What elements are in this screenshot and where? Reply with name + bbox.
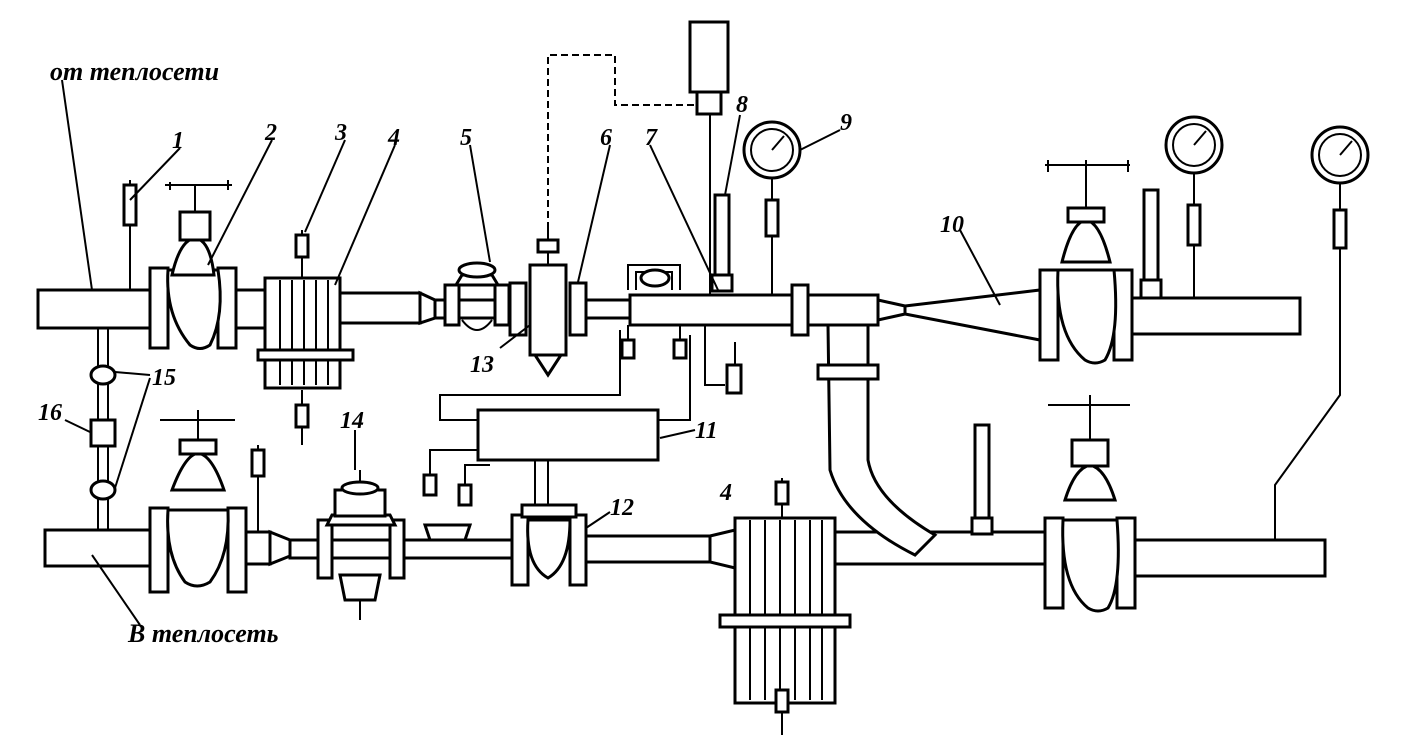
label-3: 3 — [334, 120, 347, 146]
gate-valve-supply-right — [1038, 160, 1134, 365]
bypass-line-15-16 — [89, 328, 117, 530]
inlet-caption: от теплосети — [50, 57, 219, 86]
label-13: 13 — [470, 352, 494, 378]
label-15: 15 — [152, 365, 176, 391]
gate-valve-return-left — [148, 410, 248, 594]
label-1: 1 — [172, 128, 184, 154]
flow-computer-11 — [422, 330, 691, 520]
label-7: 7 — [645, 125, 658, 151]
outlet-caption: В теплосеть — [127, 619, 279, 648]
regulator-14 — [316, 470, 406, 620]
mud-separator-4-return — [718, 478, 852, 735]
label-4-supply: 4 — [387, 125, 400, 151]
label-8: 8 — [736, 92, 748, 118]
return-pipeline — [43, 528, 1327, 578]
label-11: 11 — [695, 418, 718, 444]
thermometer-return — [970, 423, 994, 536]
return-tap — [250, 445, 266, 532]
thermometer-right — [1139, 188, 1163, 300]
label-9: 9 — [840, 110, 852, 136]
label-5: 5 — [460, 125, 472, 151]
jumper-elbow — [816, 323, 938, 557]
label-2: 2 — [264, 120, 277, 146]
supply-pipeline — [36, 288, 1302, 342]
control-valve-13 — [508, 225, 588, 378]
label-10: 10 — [940, 212, 964, 238]
mud-separator-4-supply — [256, 230, 355, 445]
pressure-regulator-5 — [443, 261, 511, 331]
flange-supply — [790, 283, 810, 337]
label-14: 14 — [340, 408, 364, 434]
manometer-return-right — [1274, 125, 1370, 540]
gate-valve-return-right — [1043, 395, 1137, 613]
label-4-return: 4 — [719, 480, 732, 506]
manometer-9 — [742, 120, 802, 295]
leader-lines — [61, 79, 1001, 626]
drain-valve — [704, 325, 743, 395]
manometer-supply-right — [1164, 115, 1224, 298]
actuator-top — [688, 20, 730, 295]
small-regulator — [422, 523, 473, 542]
orifice-7 — [620, 264, 688, 360]
pressure-tap-1 — [122, 180, 138, 290]
valve-12 — [510, 503, 588, 587]
thermometer-8 — [710, 193, 734, 293]
label-6: 6 — [600, 125, 612, 151]
label-12: 12 — [610, 495, 634, 521]
gate-valve-2 — [148, 180, 238, 350]
impulse-line-dashed — [547, 54, 700, 240]
label-16: 16 — [38, 400, 62, 426]
